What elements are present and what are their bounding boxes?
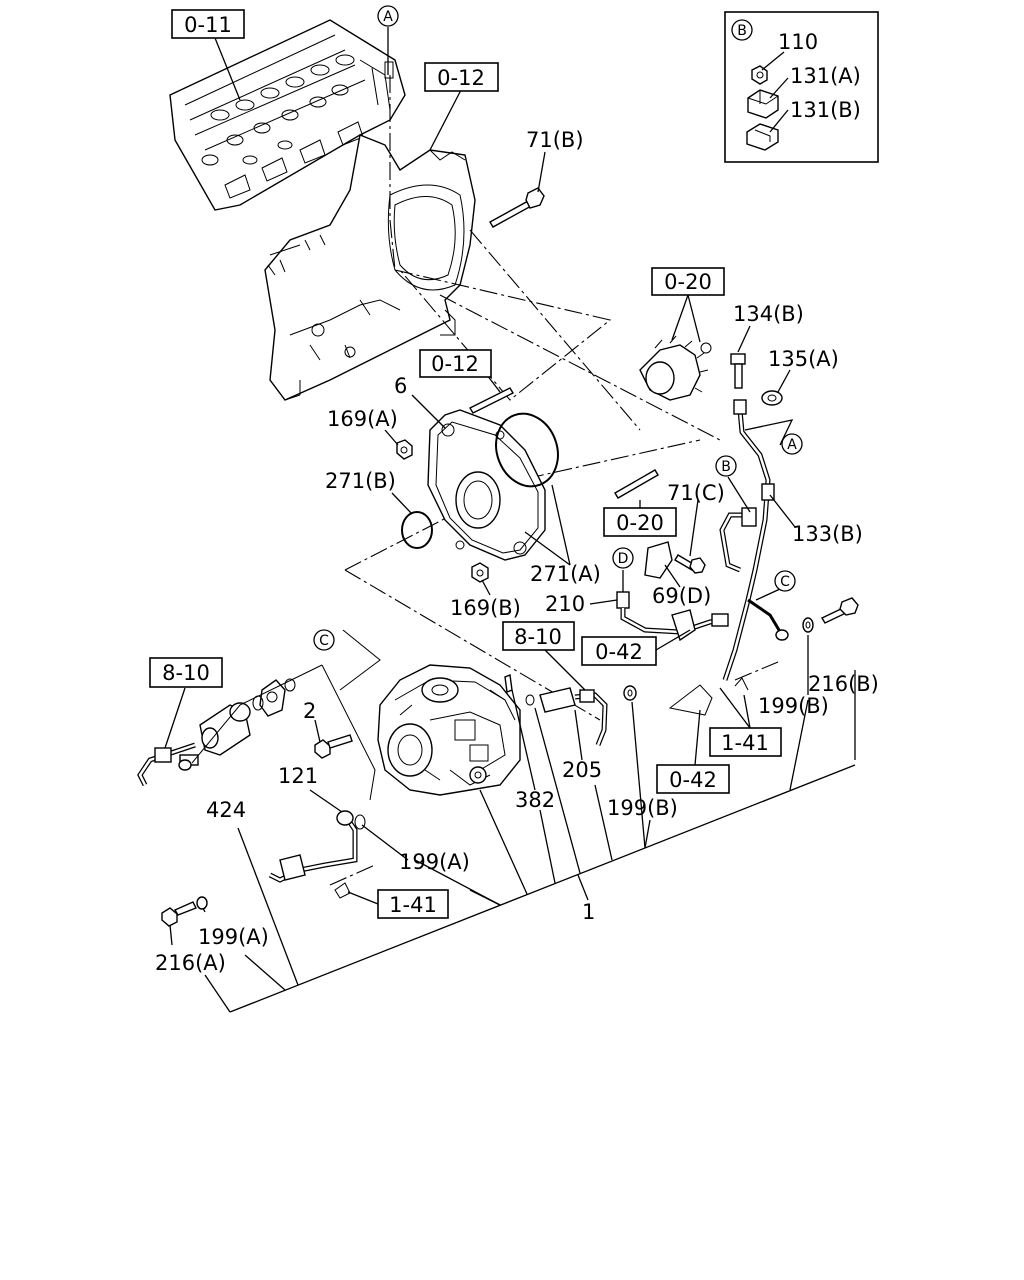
label-121: 121 (278, 764, 318, 788)
inset-b-parts (746, 65, 779, 151)
stud-upper (469, 387, 514, 414)
callout-circle-c-left: C (313, 629, 335, 651)
label-135a: 135(A) (768, 347, 839, 371)
svg-text:D: D (618, 551, 629, 567)
nut-169a (396, 439, 413, 460)
washer-135a (761, 390, 783, 406)
label-271a: 271(A) (530, 562, 601, 586)
o-ring-271b (401, 511, 433, 549)
solenoid-valve-424 (137, 702, 251, 787)
ref-box-8-10-mid[interactable]: 8-10 (502, 621, 575, 651)
connector-205 (539, 687, 608, 746)
ref-box-0-42-mid[interactable]: 0-42 (581, 636, 657, 666)
fuel-injection-pump (377, 664, 521, 796)
label-199b-mid: 199(B) (607, 796, 678, 820)
callout-circle-c-right: C (774, 570, 796, 592)
callout-circle-a-right: A (781, 433, 803, 455)
bolt-2 (314, 734, 353, 759)
svg-text:B: B (721, 459, 731, 475)
washer-199b-right (802, 617, 814, 633)
svg-text:8-10: 8-10 (162, 661, 210, 685)
callout-circle-d: D (612, 547, 634, 569)
svg-text:C: C (780, 574, 790, 590)
svg-text:A: A (787, 437, 797, 453)
label-205: 205 (562, 758, 602, 782)
ref-box-0-11[interactable]: 0-11 (171, 9, 245, 39)
svg-text:8-10: 8-10 (514, 625, 562, 649)
engine-block-drawing (264, 134, 476, 401)
svg-text:1-41: 1-41 (721, 731, 769, 755)
label-199b-right: 199(B) (758, 694, 829, 718)
label-133b: 133(B) (792, 522, 863, 546)
label-199a-low: 199(A) (198, 925, 269, 949)
ref-box-1-41-right[interactable]: 1-41 (709, 727, 782, 757)
svg-text:0-12: 0-12 (431, 352, 479, 376)
ref-box-1-41-low[interactable]: 1-41 (377, 889, 449, 919)
nut-169b (471, 562, 489, 583)
assembly-leader-lines (204, 699, 856, 1013)
callout-circle-b-inset: B (731, 19, 753, 41)
svg-text:0-12: 0-12 (437, 66, 485, 90)
label-169a: 169(A) (327, 407, 398, 431)
inset-b-frame (724, 11, 879, 163)
label-216b: 216(B) (808, 672, 879, 696)
ref-box-8-10-left[interactable]: 8-10 (149, 657, 223, 688)
label-71b: 71(B) (526, 128, 584, 152)
svg-text:0-11: 0-11 (184, 13, 232, 37)
pin-382 (504, 674, 513, 693)
svg-text:0-20: 0-20 (616, 511, 664, 535)
label-271b: 271(B) (325, 469, 396, 493)
label-169b: 169(B) (450, 596, 521, 620)
label-382: 382 (515, 788, 555, 812)
bracket-69d (644, 541, 673, 579)
ref-box-0-20-mid[interactable]: 0-20 (603, 507, 677, 537)
ref-box-0-12-top[interactable]: 0-12 (424, 62, 499, 92)
drive-gear (639, 335, 712, 401)
label-199a-mid: 199(A) (399, 850, 470, 874)
bolt-134b (730, 353, 746, 389)
pipe-133b (719, 399, 775, 681)
svg-text:C: C (319, 633, 329, 649)
callout-circle-b-right: B (715, 455, 737, 477)
label-69d: 69(D) (652, 584, 711, 608)
svg-text:0-20: 0-20 (664, 270, 712, 294)
bolt-71c (674, 554, 706, 574)
pipe-121 (268, 810, 366, 883)
stud-lower (614, 469, 659, 499)
label-134b: 134(B) (733, 302, 804, 326)
label-6: 6 (394, 374, 407, 398)
label-216a: 216(A) (155, 951, 226, 975)
pump-bracket-housing (427, 409, 546, 561)
bolt-71b (489, 187, 545, 228)
svg-text:A: A (383, 9, 393, 25)
ref-box-0-42-low[interactable]: 0-42 (656, 764, 730, 794)
washer-199b-mid (623, 685, 637, 701)
ref-box-0-20-top[interactable]: 0-20 (651, 267, 725, 296)
gasket-424 (252, 678, 296, 717)
fitting-210 (616, 591, 729, 642)
label-424: 424 (206, 798, 246, 822)
callout-circle-a-top: A (377, 5, 399, 27)
label-131a: 131(A) (790, 64, 861, 88)
o-ring-271a (495, 412, 559, 488)
cylinder-head-drawing (169, 19, 406, 211)
bolt-216b (821, 597, 859, 624)
svg-text:0-42: 0-42 (669, 768, 717, 792)
label-71c: 71(C) (667, 481, 725, 505)
svg-text:B: B (737, 23, 747, 39)
svg-text:1-41: 1-41 (389, 893, 437, 917)
label-110: 110 (778, 30, 818, 54)
label-210: 210 (545, 592, 585, 616)
label-1: 1 (582, 900, 595, 924)
label-2: 2 (303, 699, 316, 723)
svg-text:0-42: 0-42 (595, 640, 643, 664)
label-131b: 131(B) (790, 98, 861, 122)
ref-box-0-12-mid[interactable]: 0-12 (419, 349, 492, 378)
bolt-216a (161, 896, 208, 927)
leader-lines (164, 27, 856, 946)
